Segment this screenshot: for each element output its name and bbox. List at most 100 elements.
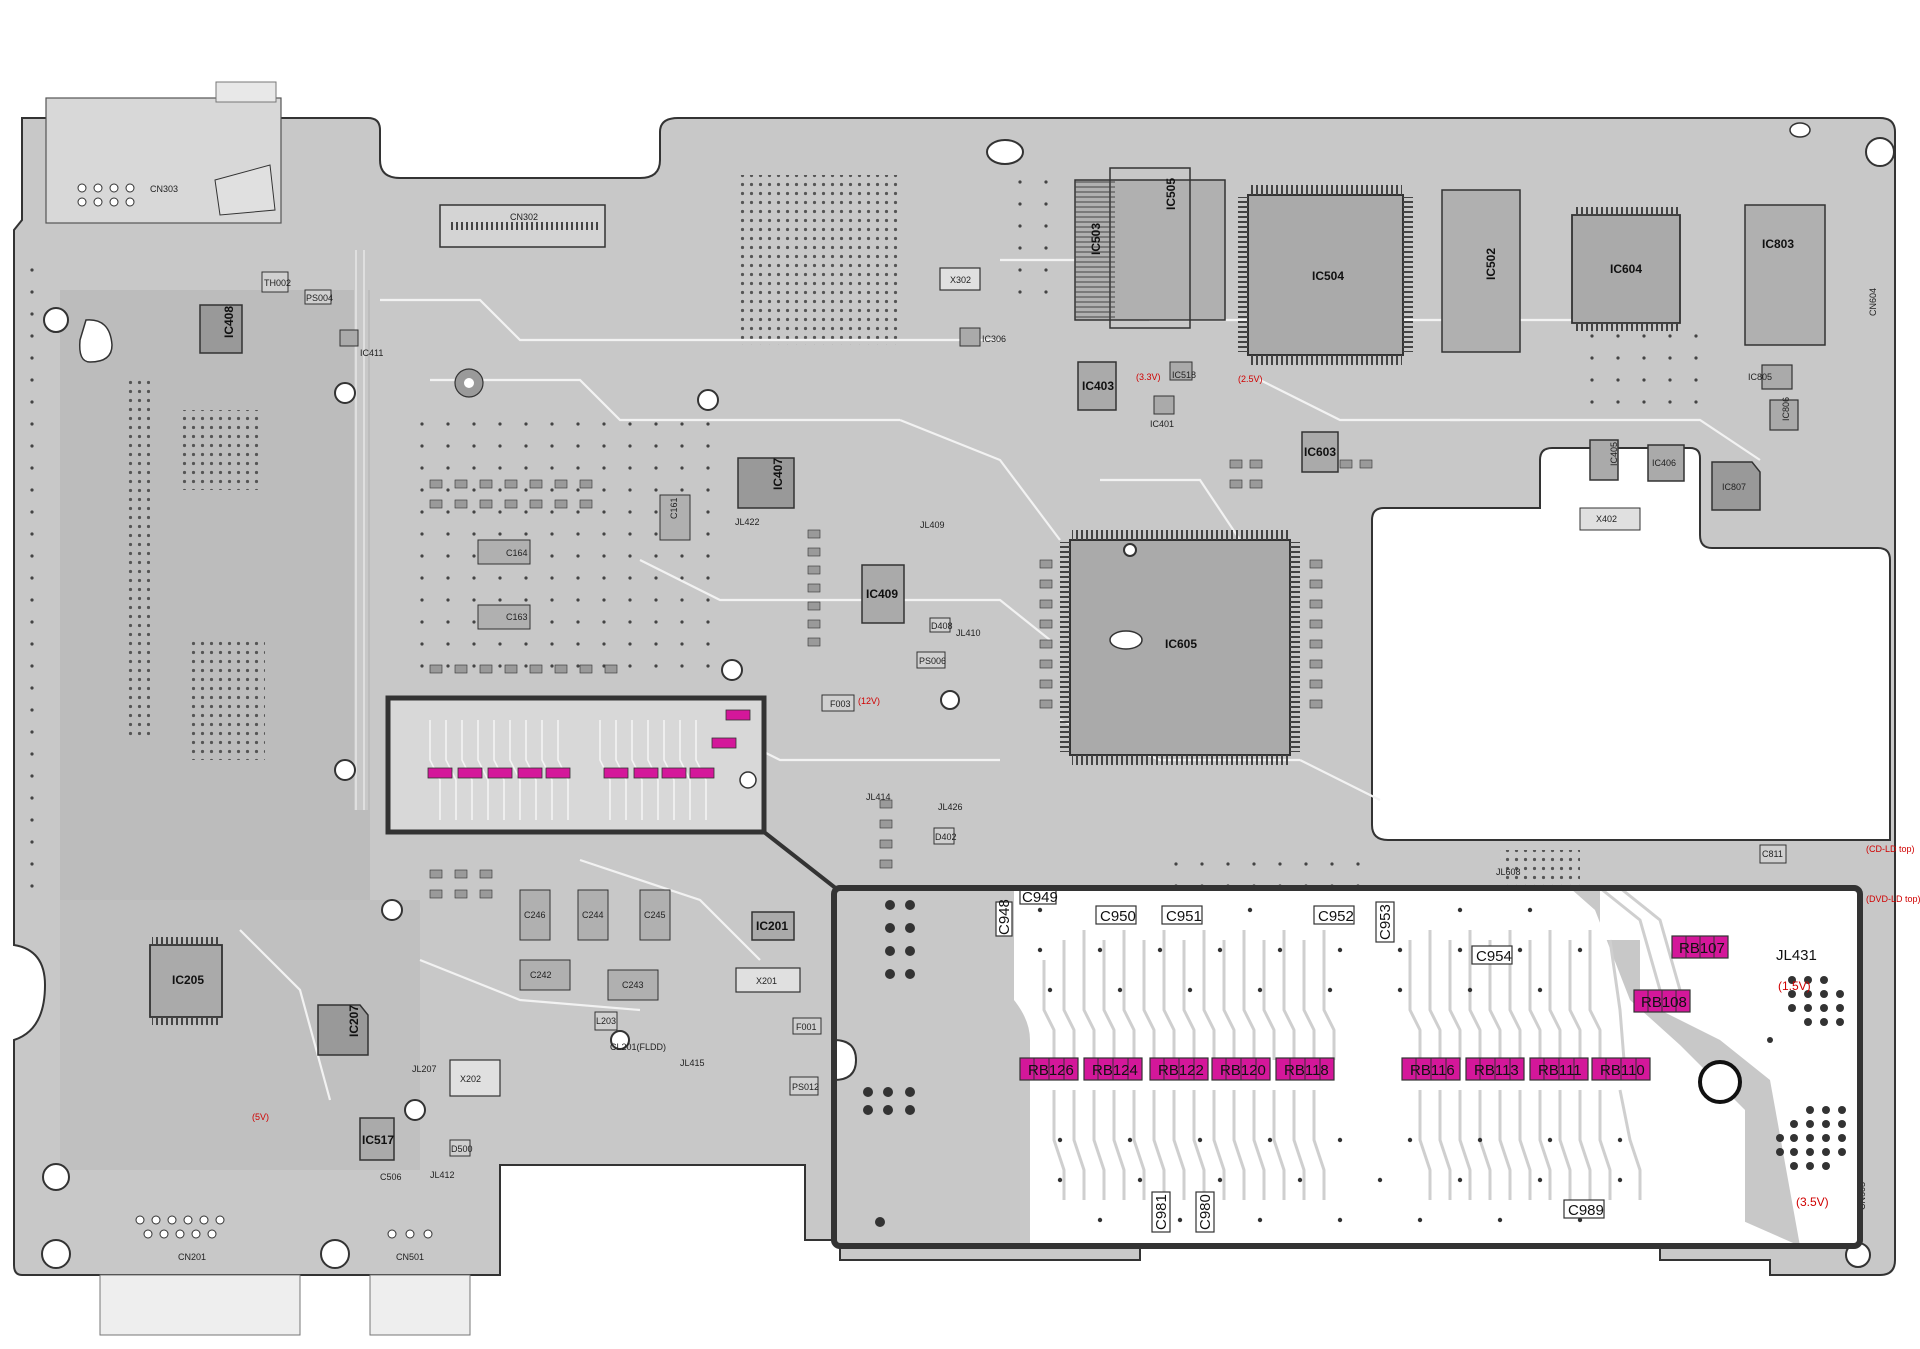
left-panel-region — [60, 250, 420, 1170]
label-jl608: JL608 — [1496, 867, 1521, 877]
label-jl415: JL415 — [680, 1058, 705, 1068]
label-jl414: JL414 — [866, 792, 891, 802]
label-c989: C989 — [1568, 1202, 1604, 1219]
label-jl202: CL201(FLDD) — [610, 1042, 666, 1052]
label-ic518: IC518 — [1172, 370, 1196, 380]
label-rb120: RB120 — [1220, 1062, 1266, 1079]
label-ic205: IC205 — [172, 973, 204, 987]
zoom-inset-frame — [831, 885, 1863, 1249]
label-ic409: IC409 — [866, 587, 898, 601]
label-ic403: IC403 — [1082, 379, 1114, 393]
rb124: RB124 — [1083, 1057, 1143, 1081]
label-ic201: IC201 — [756, 919, 788, 933]
label-jl409: JL409 — [920, 520, 945, 530]
label-c811: C811 — [1762, 849, 1783, 859]
label-ic407: IC407 — [771, 458, 785, 490]
label-d408: D408 — [931, 621, 953, 631]
label-cn501: CN501 — [396, 1252, 424, 1262]
label-c164: C164 — [506, 548, 528, 558]
label-x202: X202 — [460, 1074, 481, 1084]
label-jl422: JL422 — [735, 517, 760, 527]
label-ic605: IC605 — [1165, 637, 1197, 651]
label-ic207: IC207 — [347, 1005, 361, 1037]
label-jl207: JL207 — [412, 1064, 437, 1074]
label-c506: C506 — [380, 1172, 402, 1182]
label-ic807: IC807 — [1722, 482, 1746, 492]
label-rb126: RB126 — [1028, 1062, 1074, 1079]
rb116: RB116 — [1401, 1057, 1461, 1081]
discrete-parts: CN302 CN303 CN201 CN501 — [41, 122, 1920, 1269]
rb118: RB118 — [1275, 1057, 1335, 1081]
inset-capacitor-labels: C948 C949 C950 C951 C952 C953 C954 C981 … — [995, 889, 1605, 1233]
rb107: RB107 — [1671, 935, 1729, 959]
label-ic505: IC505 — [1164, 178, 1178, 210]
voltage-cd-ld: (CD-LD top) — [1866, 844, 1915, 854]
label-rb116: RB116 — [1410, 1062, 1455, 1079]
label-ps012: PS012 — [792, 1082, 819, 1092]
rb111: RB111 — [1529, 1057, 1589, 1081]
label-c242: C242 — [530, 970, 552, 980]
label-ic502: IC502 — [1484, 248, 1498, 280]
label-d500: D500 — [451, 1144, 473, 1154]
rb113: RB113 — [1465, 1057, 1525, 1081]
label-jl426: JL426 — [938, 802, 963, 812]
zoom-connector — [762, 830, 840, 892]
label-ps004: PS004 — [306, 293, 333, 303]
voltage-3-3v: (3.3V) — [1136, 372, 1161, 382]
label-rb107: RB107 — [1679, 940, 1725, 957]
label-c244: C244 — [582, 910, 604, 920]
rb108: RB108 — [1633, 989, 1691, 1013]
source-region-frame — [385, 695, 767, 835]
label-c981: C981 — [1153, 1194, 1170, 1230]
label-ic806: IC806 — [1781, 397, 1791, 421]
label-cn303: CN303 — [150, 184, 178, 194]
label-c954: C954 — [1476, 948, 1512, 965]
label-cn604: CN604 — [1868, 288, 1878, 316]
label-f001: F001 — [796, 1022, 817, 1032]
voltage-2-5v: (2.5V) — [1238, 374, 1263, 384]
label-ic401: IC401 — [1150, 419, 1174, 429]
label-ic406: IC406 — [1652, 458, 1676, 468]
label-rb110: RB110 — [1600, 1062, 1645, 1079]
label-rb108: RB108 — [1641, 994, 1687, 1011]
source-region — [385, 695, 767, 835]
label-ic803: IC803 — [1762, 237, 1794, 251]
label-c161: C161 — [669, 497, 679, 519]
label-c953: C953 — [1377, 904, 1394, 940]
label-cn302: CN302 — [510, 212, 538, 222]
label-x402: X402 — [1596, 514, 1617, 524]
label-c951: C951 — [1166, 908, 1202, 925]
voltage-1-5v: (1.5V) — [1778, 979, 1811, 993]
label-c163: C163 — [506, 612, 528, 622]
rb122: RB122 — [1149, 1057, 1209, 1081]
resistor-banks: RB126 RB124 RB122 RB120 RB118 — [1019, 935, 1729, 1081]
label-c950: C950 — [1100, 908, 1136, 925]
main-board-part-labels: CL201(FLDD) — [610, 1042, 666, 1052]
label-jl431: JL431 — [1776, 947, 1817, 964]
rb120: RB120 — [1211, 1057, 1271, 1081]
label-ps006: PS006 — [919, 656, 946, 666]
label-ic306: IC306 — [982, 334, 1006, 344]
label-c245: C245 — [644, 910, 666, 920]
label-c952: C952 — [1318, 908, 1354, 925]
label-c949: C949 — [1022, 889, 1058, 906]
label-jl412: JL412 — [430, 1170, 455, 1180]
inset-mount-hole — [1698, 1060, 1742, 1104]
label-f003: F003 — [830, 699, 851, 709]
label-ic517: IC517 — [362, 1133, 394, 1147]
label-rb122: RB122 — [1158, 1062, 1204, 1079]
label-ic405: IC405 — [1609, 442, 1619, 466]
voltage-dvd-ld: (DVD-LD top) — [1866, 894, 1920, 904]
via-fields — [20, 175, 1700, 930]
zoom-inset: C948 C949 C950 C951 C952 C953 C954 C981 … — [831, 885, 1863, 1249]
label-ic503: IC503 — [1089, 223, 1103, 255]
label-x302: X302 — [950, 275, 971, 285]
voltage-5v: (5V) — [252, 1112, 269, 1122]
label-c980: C980 — [1197, 1194, 1214, 1230]
integrated-circuits: IC504 IC503 IC505 IC502 IC604 IC803 IC60… — [149, 167, 1826, 1161]
label-rb111: RB111 — [1538, 1062, 1582, 1079]
label-c948: C948 — [996, 899, 1013, 935]
label-rb113: RB113 — [1474, 1062, 1519, 1079]
label-x201: X201 — [756, 976, 777, 986]
